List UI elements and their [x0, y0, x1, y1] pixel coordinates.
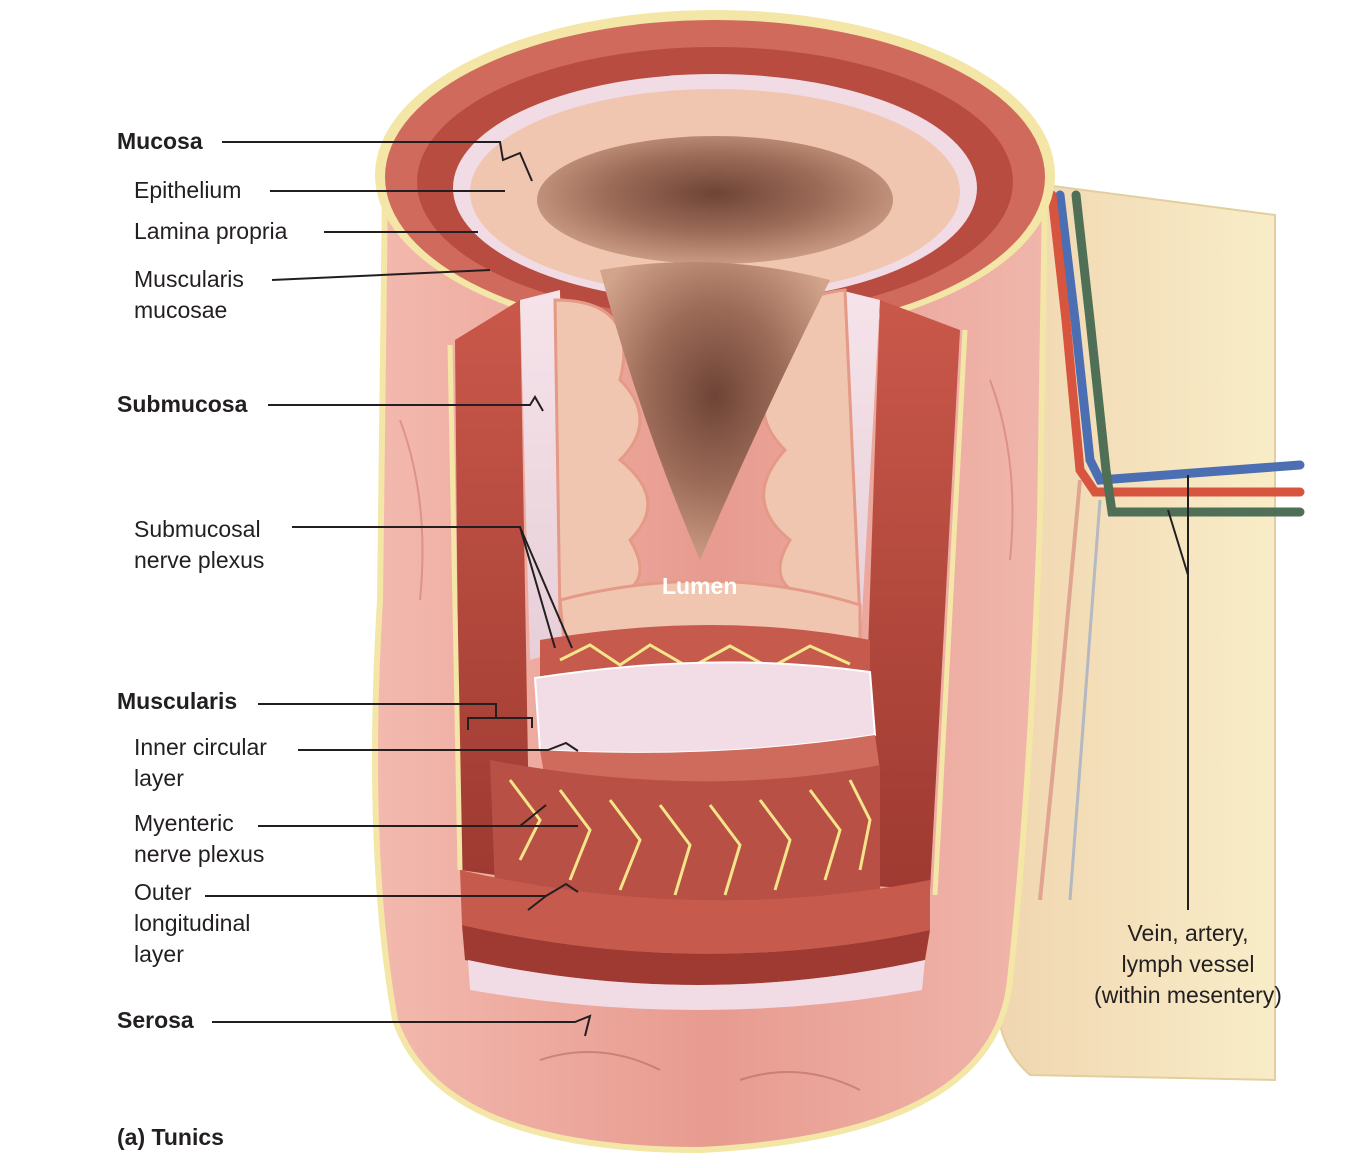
- label-outer-longitudinal-line1: Outer: [134, 879, 192, 905]
- caption: (a) Tunics: [117, 1124, 224, 1150]
- outer-longitudinal-band: [460, 870, 930, 1010]
- submucosa-band: [533, 661, 877, 754]
- label-myenteric-line1: Myenteric: [134, 810, 234, 836]
- label-outer-longitudinal-line3: layer: [134, 941, 184, 967]
- leader-lines: [205, 141, 1189, 1037]
- label-vessels-line2: lymph vessel: [1121, 951, 1255, 977]
- label-submucosal-plexus-line2: nerve plexus: [134, 547, 265, 573]
- label-serosa: Serosa: [117, 1007, 194, 1033]
- label-inner-circular-line2: layer: [134, 765, 184, 791]
- label-myenteric-line2: nerve plexus: [134, 841, 265, 867]
- muscle-wall: [447, 300, 968, 896]
- label-submucosal-nerve-plexus: Submucosal nerve plexus: [134, 514, 264, 576]
- label-muscularis-mucosae-line2: mucosae: [134, 297, 228, 323]
- label-epithelium: Epithelium: [134, 177, 242, 203]
- label-vessels-line3: (within mesentery): [1094, 982, 1282, 1008]
- label-myenteric-nerve-plexus: Myenteric nerve plexus: [134, 808, 264, 870]
- label-inner-circular-layer: Inner circular layer: [134, 732, 267, 794]
- label-inner-circular-line1: Inner circular: [134, 734, 267, 760]
- top-cross-section: [375, 10, 1055, 340]
- label-outer-longitudinal-layer: Outer longitudinal layer: [134, 877, 250, 970]
- label-submucosa: Submucosa: [117, 391, 248, 417]
- label-lumen: Lumen: [662, 573, 738, 599]
- label-vessels: Vein, artery, lymph vessel (within mesen…: [1070, 918, 1306, 1011]
- label-vessels-line1: Vein, artery,: [1127, 920, 1249, 946]
- inner-circular-band: [490, 735, 880, 908]
- label-muscularis: Muscularis: [117, 688, 238, 714]
- label-submucosal-plexus-line1: Submucosal: [134, 516, 261, 542]
- label-mucosa: Mucosa: [117, 128, 203, 154]
- mucosa-folds: [553, 262, 862, 652]
- label-lamina-propria: Lamina propria: [134, 218, 288, 244]
- label-outer-longitudinal-line2: longitudinal: [134, 910, 251, 936]
- label-muscularis-mucosae: Muscularis mucosae: [134, 264, 244, 326]
- mesentery-vessels: [1038, 190, 1305, 901]
- label-muscularis-mucosae-line1: Muscularis: [134, 266, 244, 292]
